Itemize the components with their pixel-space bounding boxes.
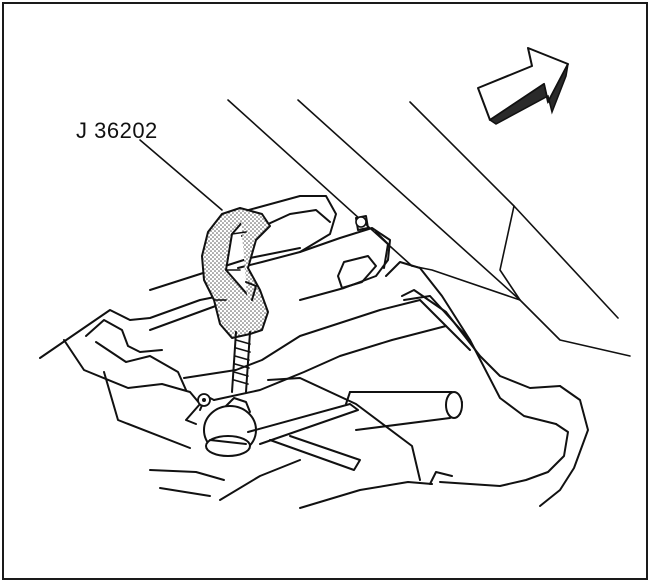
leader-line: [139, 139, 223, 211]
tool-callout-label: J 36202: [76, 118, 158, 143]
mounting-bolt: [197, 393, 211, 407]
t-handle-knob: [203, 397, 257, 457]
clamp-tool: [201, 207, 271, 339]
background-panel-lines: [227, 99, 631, 357]
ratchet-handle: [247, 391, 463, 445]
direction-arrow-icon: [477, 47, 569, 125]
side-rail: [385, 261, 589, 507]
threaded-screw: [231, 281, 257, 393]
crossmember: [39, 247, 447, 509]
